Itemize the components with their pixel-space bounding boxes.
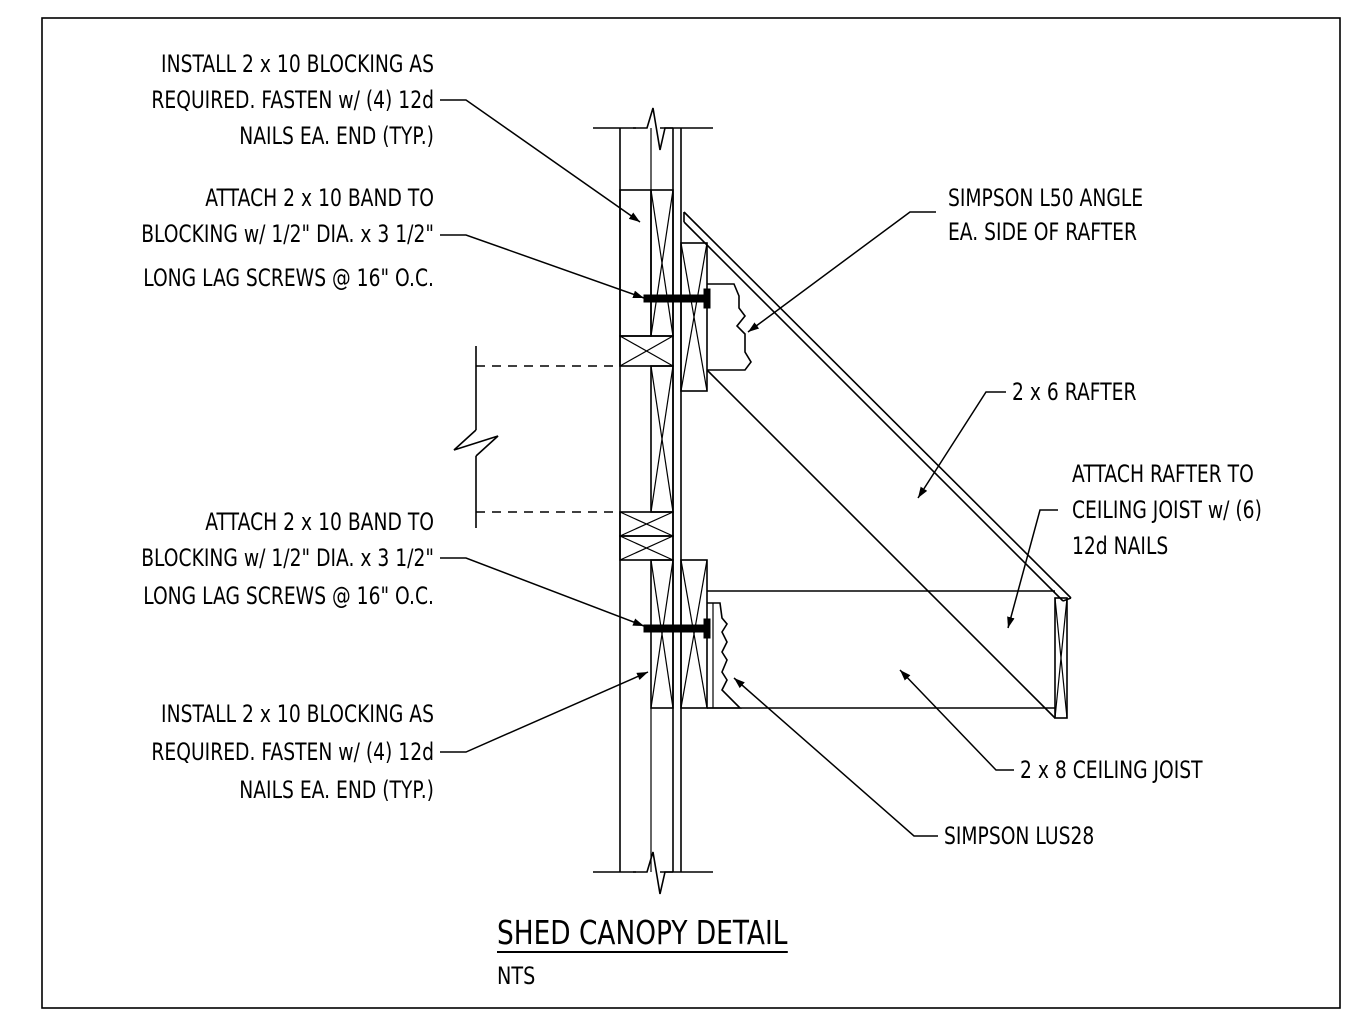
note-line: ATTACH 2 x 10 BAND TO	[205, 509, 434, 537]
ceiling-joist	[707, 590, 1068, 719]
detail-title-block: SHED CANOPY DETAIL NTS	[497, 914, 788, 991]
note-line: EA. SIDE OF RAFTER	[948, 219, 1137, 247]
note-attach-rafter: ATTACH RAFTER TO CEILING JOIST w/ (6) 12…	[1072, 461, 1262, 561]
note-line: 2 x 8 CEILING JOIST	[1020, 757, 1203, 785]
floor-framing-dashed	[453, 346, 620, 528]
lus28-hanger	[707, 602, 742, 709]
note-line: SIMPSON LUS28	[944, 823, 1094, 851]
lag-screws	[643, 288, 711, 639]
note-line: INSTALL 2 x 10 BLOCKING AS	[161, 701, 434, 729]
note-line: ATTACH RAFTER TO	[1072, 461, 1254, 489]
band-boards	[680, 242, 708, 709]
note-line: LONG LAG SCREWS @ 16" O.C.	[143, 583, 434, 611]
note-blocking-bottom: INSTALL 2 x 10 BLOCKING AS REQUIRED. FAS…	[151, 701, 434, 805]
rafter	[683, 211, 1072, 719]
note-blocking-top: INSTALL 2 x 10 BLOCKING AS REQUIRED. FAS…	[151, 51, 434, 151]
note-line: 2 x 6 RAFTER	[1012, 379, 1137, 407]
leader-lines	[440, 99, 1058, 837]
note-line: REQUIRED. FASTEN w/ (4) 12d	[151, 739, 434, 767]
note-band-top: ATTACH 2 x 10 BAND TO BLOCKING w/ 1/2" D…	[141, 185, 434, 293]
note-line: 12d NAILS	[1072, 533, 1168, 561]
note-line: BLOCKING w/ 1/2" DIA. x 3 1/2"	[141, 221, 434, 249]
detail-scale: NTS	[497, 963, 535, 991]
note-line: NAILS EA. END (TYP.)	[239, 777, 434, 805]
sheet-border	[41, 17, 1341, 1009]
l50-angle	[707, 283, 752, 371]
note-band-bottom: ATTACH 2 x 10 BAND TO BLOCKING w/ 1/2" D…	[141, 509, 434, 611]
note-line: BLOCKING w/ 1/2" DIA. x 3 1/2"	[141, 545, 434, 573]
note-line: ATTACH 2 x 10 BAND TO	[205, 185, 434, 213]
note-line: CEILING JOIST w/ (6)	[1072, 497, 1262, 525]
detail-title: SHED CANOPY DETAIL	[497, 914, 788, 953]
note-lus28: SIMPSON LUS28	[944, 823, 1094, 851]
note-ceiling-joist: 2 x 8 CEILING JOIST	[1020, 757, 1203, 785]
note-line: REQUIRED. FASTEN w/ (4) 12d	[151, 87, 434, 115]
note-rafter: 2 x 6 RAFTER	[1012, 379, 1137, 407]
wall-blocking	[619, 189, 674, 709]
note-line: LONG LAG SCREWS @ 16" O.C.	[143, 265, 434, 293]
note-line: NAILS EA. END (TYP.)	[239, 123, 434, 151]
note-l50-angle: SIMPSON L50 ANGLE EA. SIDE OF RAFTER	[948, 185, 1143, 247]
note-line: INSTALL 2 x 10 BLOCKING AS	[161, 51, 434, 79]
note-line: SIMPSON L50 ANGLE	[948, 185, 1143, 213]
